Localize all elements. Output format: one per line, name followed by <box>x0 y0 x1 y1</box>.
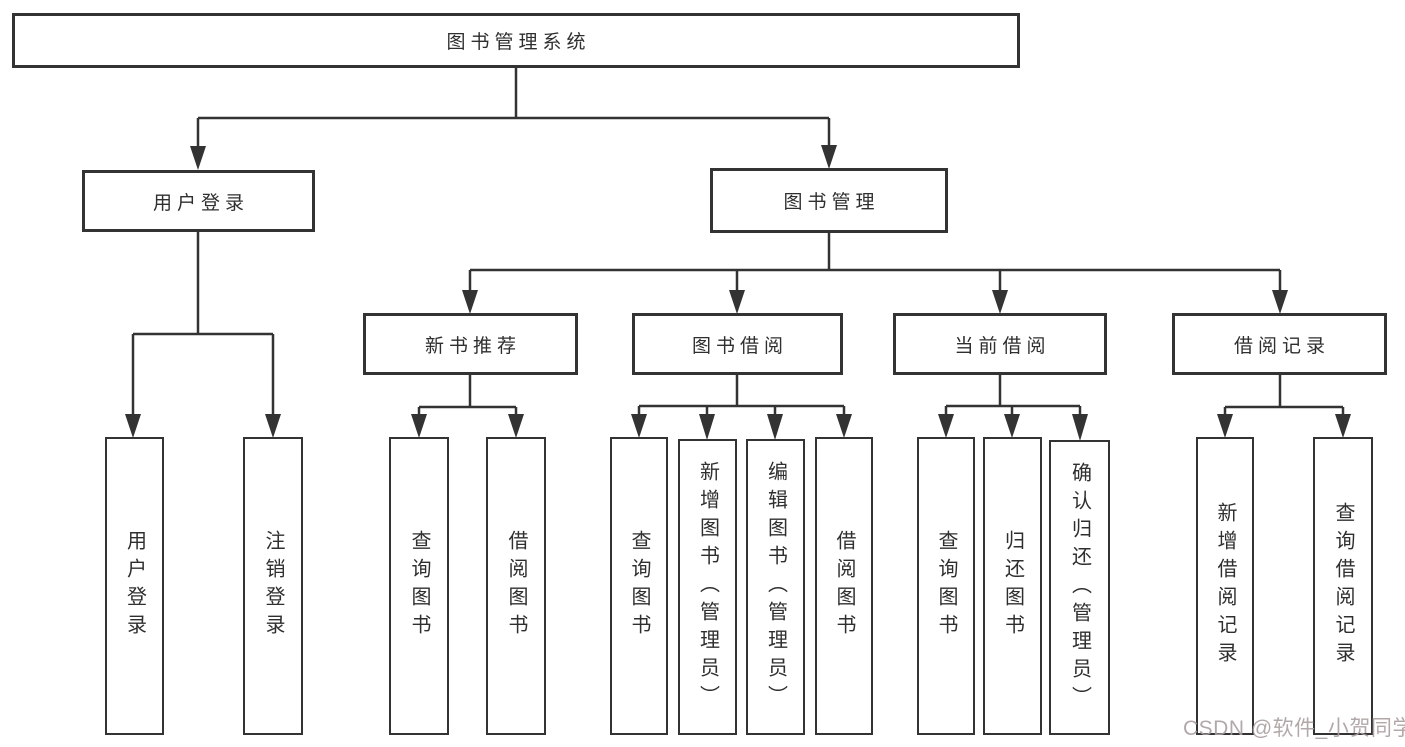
leaf-borrow-books: 借阅图书 <box>815 437 873 735</box>
leaf-add-books-admin-label: 新增图书（管理员） <box>696 461 719 713</box>
leaf-borrow-query-books-label: 查询图书 <box>628 530 650 642</box>
node-borrow-records: 借阅记录 <box>1172 313 1387 375</box>
leaf-recommend-borrow-books: 借阅图书 <box>486 437 546 735</box>
leaf-borrow-query-books: 查询图书 <box>610 437 668 735</box>
leaf-confirm-return-admin: 确认归还（管理员） <box>1049 440 1110 735</box>
leaf-recommend-query-books: 查询图书 <box>389 437 449 735</box>
node-current-borrow: 当前借阅 <box>893 313 1107 375</box>
leaf-edit-books-admin: 编辑图书（管理员） <box>746 439 805 735</box>
node-root: 图书管理系统 <box>12 13 1020 68</box>
leaf-confirm-return-admin-label: 确认归还（管理员） <box>1068 461 1091 714</box>
node-new-book-recommend: 新书推荐 <box>363 313 578 375</box>
leaf-return-books: 归还图书 <box>983 437 1042 735</box>
leaf-add-books-admin: 新增图书（管理员） <box>678 439 737 735</box>
node-book-borrow: 图书借阅 <box>632 313 843 375</box>
node-user-login-label: 用户登录 <box>152 192 249 214</box>
leaf-user-login: 用户登录 <box>105 437 164 735</box>
node-current-borrow-label: 当前借阅 <box>954 335 1051 357</box>
leaf-return-books-label: 归还图书 <box>1001 530 1024 642</box>
node-root-label: 图书管理系统 <box>446 32 591 53</box>
leaf-recommend-query-books-label: 查询图书 <box>408 530 430 642</box>
node-borrow-records-label: 借阅记录 <box>1233 335 1330 357</box>
leaf-user-login-label: 用户登录 <box>123 530 146 642</box>
leaf-edit-books-admin-label: 编辑图书（管理员） <box>764 461 787 713</box>
leaf-add-borrow-record-label: 新增借阅记录 <box>1214 502 1236 670</box>
leaf-logout: 注销登录 <box>243 437 303 735</box>
leaf-query-borrow-record: 查询借阅记录 <box>1313 437 1373 735</box>
node-book-management-label: 图书管理 <box>783 192 880 213</box>
node-book-management: 图书管理 <box>710 168 948 233</box>
leaf-current-query-books-label: 查询图书 <box>935 530 957 642</box>
leaf-query-borrow-record-label: 查询借阅记录 <box>1332 502 1354 670</box>
node-new-book-recommend-label: 新书推荐 <box>424 335 521 357</box>
leaf-current-query-books: 查询图书 <box>917 437 975 735</box>
leaf-add-borrow-record: 新增借阅记录 <box>1196 437 1254 735</box>
watermark: CSDN @软件_小贺同学 <box>1183 717 1405 740</box>
leaf-recommend-borrow-books-label: 借阅图书 <box>505 530 527 642</box>
leaf-borrow-books-label: 借阅图书 <box>833 530 855 642</box>
arrowheads <box>125 145 1351 441</box>
node-user-login: 用户登录 <box>82 170 315 232</box>
node-book-borrow-label: 图书借阅 <box>691 335 788 357</box>
leaf-logout-label: 注销登录 <box>262 530 284 642</box>
